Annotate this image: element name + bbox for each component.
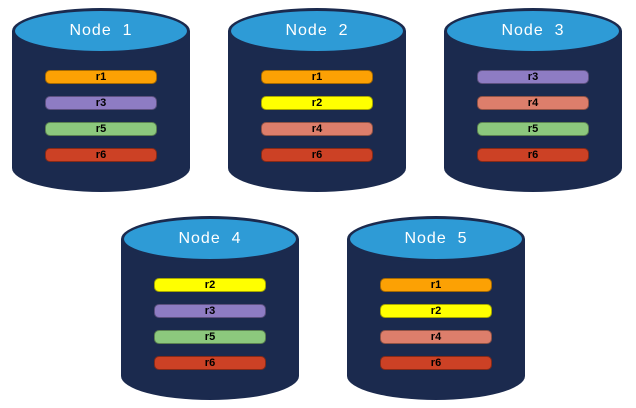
node-title: Node 1 [69,22,133,39]
database-node: Node 4 r2 r3 r5 r6 [121,216,299,400]
partition-label: r5 [204,331,216,343]
cylinder-top: Node 5 [347,216,525,262]
partition-label: r6 [95,149,107,161]
partition-bar-r2: r2 [261,96,373,110]
cylinder-top: Node 4 [121,216,299,262]
cylinder-top: Node 1 [12,8,190,54]
cylinder-body [228,31,406,192]
partition-list: r1 r2 r4 r6 [347,278,525,382]
cylinder-body [121,239,299,400]
database-node: Node 5 r1 r2 r4 r6 [347,216,525,400]
cylinder-body [444,31,622,192]
cylinder-body [12,31,190,192]
partition-bar-r2: r2 [380,304,492,318]
database-node: Node 2 r1 r2 r4 r6 [228,8,406,192]
partition-bar-r6: r6 [45,148,157,162]
partition-bar-r3: r3 [45,96,157,110]
partition-label: r3 [204,305,216,317]
partition-list: r1 r2 r4 r6 [228,70,406,174]
partition-label: r1 [95,71,107,83]
partition-bar-r6: r6 [261,148,373,162]
partition-list: r2 r3 r5 r6 [121,278,299,382]
partition-bar-r1: r1 [261,70,373,84]
partition-bar-r6: r6 [380,356,492,370]
partition-label: r2 [204,279,216,291]
partition-label: r3 [95,97,107,109]
partition-bar-r3: r3 [477,70,589,84]
partition-label: r5 [95,123,107,135]
partition-bar-r5: r5 [45,122,157,136]
database-node: Node 3 r3 r4 r5 r6 [444,8,622,192]
node-title: Node 5 [404,230,468,247]
partition-label: r6 [204,357,216,369]
partition-label: r6 [311,149,323,161]
partition-bar-r3: r3 [154,304,266,318]
partition-bar-r4: r4 [380,330,492,344]
partition-label: r5 [527,123,539,135]
partition-label: r3 [527,71,539,83]
node-title: Node 3 [501,22,565,39]
partition-bar-r5: r5 [477,122,589,136]
partition-label: r4 [430,331,442,343]
partition-bar-r1: r1 [45,70,157,84]
partition-bar-r6: r6 [477,148,589,162]
partition-label: r4 [527,97,539,109]
partition-list: r3 r4 r5 r6 [444,70,622,174]
partition-label: r1 [311,71,323,83]
cylinder-top: Node 2 [228,8,406,54]
partition-label: r6 [430,357,442,369]
partition-list: r1 r3 r5 r6 [12,70,190,174]
partition-label: r4 [311,123,323,135]
partition-bar-r4: r4 [261,122,373,136]
node-title: Node 2 [285,22,349,39]
partition-label: r2 [430,305,442,317]
partition-label: r2 [311,97,323,109]
partition-bar-r6: r6 [154,356,266,370]
partition-bar-r5: r5 [154,330,266,344]
cylinder-top: Node 3 [444,8,622,54]
partition-label: r1 [430,279,442,291]
cylinder-body [347,239,525,400]
partition-bar-r1: r1 [380,278,492,292]
partition-bar-r2: r2 [154,278,266,292]
database-node: Node 1 r1 r3 r5 r6 [12,8,190,192]
partition-label: r6 [527,149,539,161]
node-title: Node 4 [178,230,242,247]
partition-bar-r4: r4 [477,96,589,110]
